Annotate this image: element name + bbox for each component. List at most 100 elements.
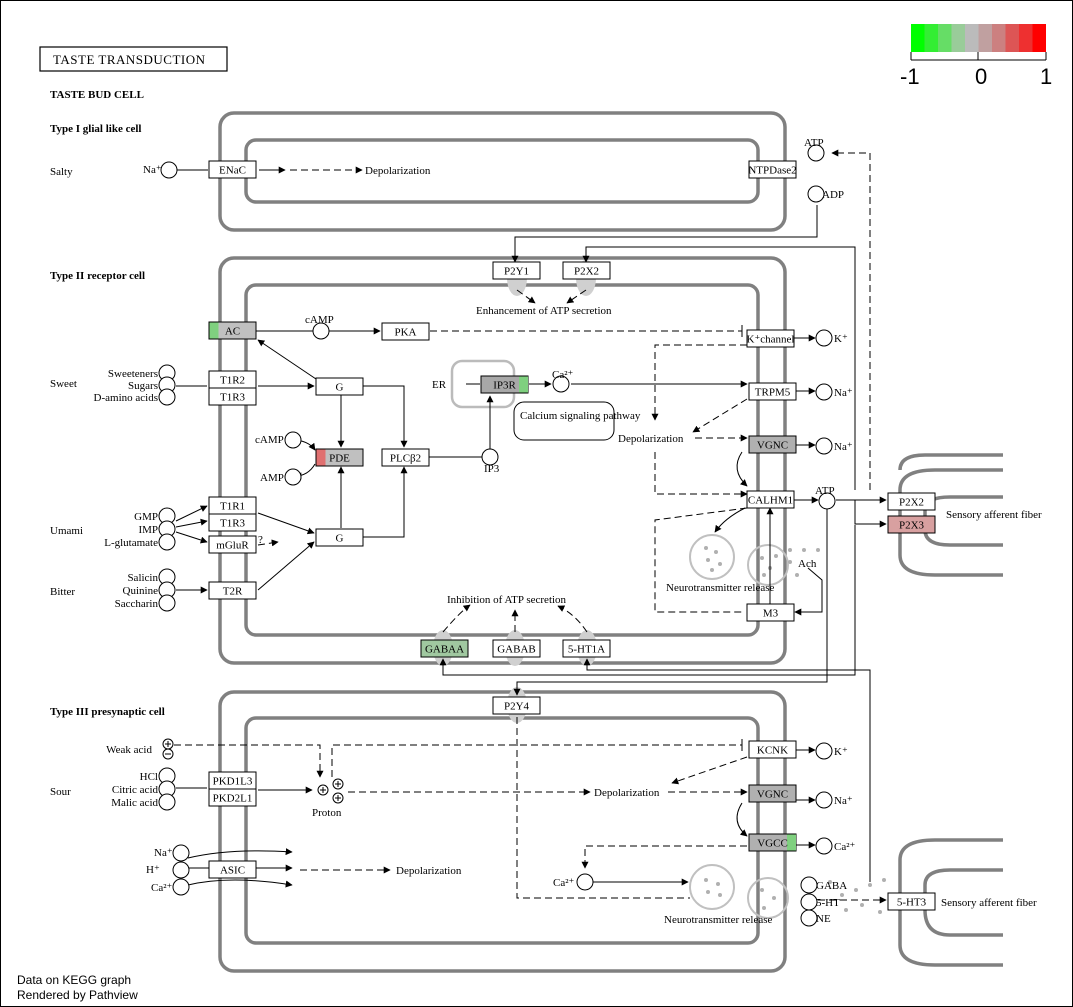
legend-swatch — [1019, 24, 1033, 52]
gene-ip3r[interactable]: IP3R — [480, 375, 529, 394]
label-er: ER — [432, 379, 447, 391]
gene-kchannel[interactable]: K⁺channel — [746, 329, 795, 348]
gene-ht3[interactable]: 5-HT3 — [887, 892, 936, 911]
gene-t1r3[interactable]: T1R3 — [208, 513, 257, 532]
label-saccharin: Saccharin — [115, 598, 159, 610]
label-camp-2: cAMP — [255, 434, 284, 446]
gene-m3[interactable]: M3 — [746, 603, 795, 622]
gene-accent — [209, 322, 219, 339]
gene-vgnc[interactable]: VGNC — [748, 435, 797, 454]
label-sensory-2: Sensory afferent fiber — [941, 897, 1037, 909]
gene-box — [748, 784, 797, 803]
gene-box — [887, 515, 936, 534]
gene-box — [315, 377, 364, 396]
gene-vgcc[interactable]: VGCC — [748, 833, 797, 852]
legend-swatch — [924, 24, 938, 52]
label-k-1: K⁺ — [834, 333, 848, 345]
gene-g[interactable]: G — [315, 377, 364, 396]
gene-enac[interactable]: ENaC — [208, 160, 257, 179]
gene-box — [208, 860, 257, 879]
legend-swatch — [911, 24, 925, 52]
compound-nodes — [158, 144, 836, 927]
gene-plcb2[interactable]: PLCβ2 — [381, 448, 430, 467]
gene-g[interactable]: G — [315, 528, 364, 547]
gene-label: VGCC — [757, 838, 788, 850]
gene-label: 5-HT3 — [897, 897, 927, 909]
legend-min: -1 — [900, 64, 920, 89]
label-inhibition: Inhibition of ATP secretion — [447, 594, 567, 606]
gene-box — [315, 528, 364, 547]
gene-calhm1[interactable]: CALHM1 — [746, 490, 795, 509]
gene-vgnc[interactable]: VGNC — [748, 784, 797, 803]
gene-t1r3[interactable]: T1R3 — [208, 387, 257, 406]
gene-asic[interactable]: ASIC — [208, 860, 257, 879]
label-calcium: Calcium signaling pathway — [520, 410, 641, 422]
taste-bitter: Bitter — [50, 586, 75, 598]
gene-label: PKA — [394, 327, 416, 339]
gene-p2y1[interactable]: P2Y1 — [492, 261, 541, 280]
compound-labels: Na⁺ ATP ADP cAMP K⁺ Sweeteners Sugars D-… — [94, 137, 856, 925]
gene-label: T2R — [223, 586, 243, 598]
gene-label: P2X3 — [899, 520, 925, 532]
label-depolarization-1: Depolarization — [365, 165, 431, 177]
label-citric: Citric acid — [112, 784, 159, 796]
gene-label: AC — [225, 326, 240, 338]
label-ca-4: Ca²⁺ — [553, 877, 575, 889]
gene-pde[interactable]: PDE — [315, 448, 364, 467]
gene-label: TRPM5 — [755, 387, 791, 399]
gene-mglur[interactable]: mGluR — [208, 535, 257, 554]
label-malic: Malic acid — [111, 797, 158, 809]
legend-swatch — [992, 24, 1006, 52]
gene-label: T1R2 — [220, 375, 245, 387]
legend-swatch — [951, 24, 965, 52]
gene-ntpdase2[interactable]: NTPDase2 — [748, 160, 797, 179]
process-labels: Depolarization Enhancement of ATP secret… — [258, 165, 1042, 926]
gene-t1r1[interactable]: T1R1 — [208, 496, 257, 515]
section-type3: Type III presynaptic cell — [50, 706, 165, 718]
gene-box — [208, 788, 257, 807]
gene-label: 5-HT1A — [568, 644, 605, 656]
gene-trpm5[interactable]: TRPM5 — [748, 382, 797, 401]
gene-label: G — [336, 382, 344, 394]
gene-label: P2X2 — [899, 497, 924, 509]
label-hcl: HCl — [140, 771, 158, 783]
gene-label: GABAA — [425, 644, 464, 656]
gene-label: VGNC — [757, 789, 788, 801]
taste-umami: Umami — [50, 525, 83, 537]
gene-pka[interactable]: PKA — [381, 322, 430, 341]
label-depolarization-2: Depolarization — [618, 433, 684, 445]
label-camp: cAMP — [305, 314, 334, 326]
gene-box — [887, 492, 936, 511]
gene-p2x3[interactable]: P2X3 — [887, 515, 936, 534]
gene-label: P2Y4 — [504, 701, 530, 713]
label-weak-acid: Weak acid — [106, 744, 152, 756]
label-adp: ADP — [822, 189, 844, 201]
gene-box — [208, 535, 257, 554]
label-ach: Ach — [798, 558, 817, 570]
footer-line2: Rendered by Pathview — [17, 988, 138, 1002]
label-gmp: GMP — [134, 511, 158, 523]
gene-kcnk[interactable]: KCNK — [748, 740, 797, 759]
gene-pkd2l1[interactable]: PKD2L1 — [208, 788, 257, 807]
gene-ac[interactable]: AC — [208, 321, 257, 340]
label-imp: IMP — [138, 524, 158, 536]
gene-p2x2[interactable]: P2X2 — [562, 261, 611, 280]
gene-t2r[interactable]: T2R — [208, 581, 257, 600]
label-k-2: K⁺ — [834, 746, 848, 758]
gene-box — [208, 513, 257, 532]
gene-box — [748, 160, 797, 179]
gene-ht1a[interactable]: 5-HT1A — [562, 639, 611, 658]
gene-gabab[interactable]: GABAB — [492, 639, 541, 658]
gene-p2x2b[interactable]: P2X2 — [887, 492, 936, 511]
label-proton: Proton — [312, 807, 342, 819]
gene-box — [492, 639, 541, 658]
gene-t1r2[interactable]: T1R2 — [208, 370, 257, 389]
gene-gabaa[interactable]: GABAA — [420, 639, 469, 658]
gene-p2y4[interactable]: P2Y4 — [492, 696, 541, 715]
diagram-title: TASTE TRANSDUCTION — [53, 52, 206, 67]
label-na-3: Na⁺ — [834, 795, 853, 807]
gene-label: T1R3 — [220, 392, 246, 404]
gene-pkd1l3[interactable]: PKD1L3 — [208, 771, 257, 790]
gene-box — [208, 387, 257, 406]
